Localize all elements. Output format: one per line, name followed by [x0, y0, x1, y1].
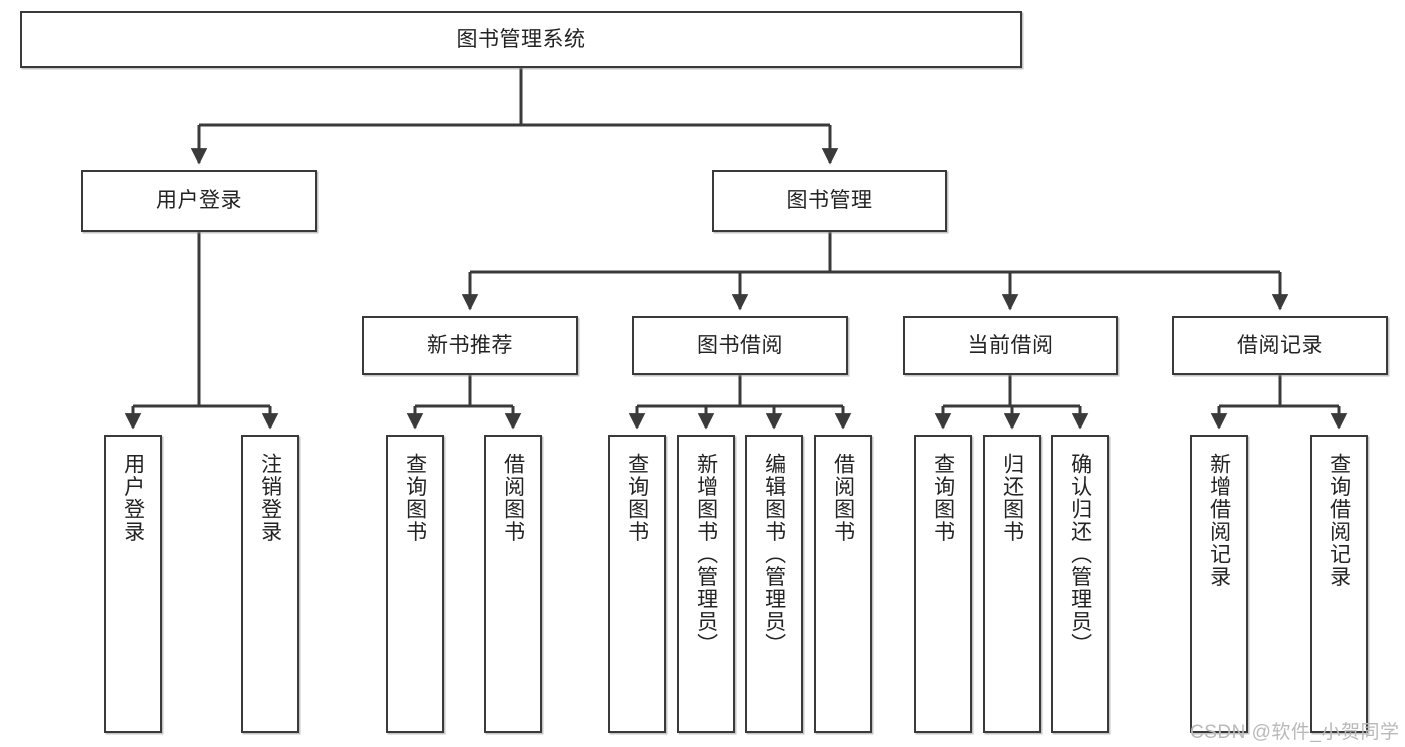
leaf-node-label: 查询图书 [625, 453, 649, 543]
node-new-book-recommend-label: 新书推荐 [427, 333, 513, 357]
node-current-borrow-label: 当前借阅 [967, 333, 1054, 357]
node-book-borrow[interactable]: 图书借阅 [632, 316, 848, 375]
leaf-node[interactable]: 归还图书 [983, 435, 1041, 733]
leaf-node-label: 注销登录 [258, 453, 282, 543]
leaf-node-label: 确认归还（管理员） [1068, 453, 1092, 656]
leaf-node-label: 查询图书 [403, 453, 427, 543]
node-user-login[interactable]: 用户登录 [81, 170, 317, 232]
leaf-node-label: 用户登录 [121, 453, 145, 543]
leaf-node-label: 新增借阅记录 [1207, 453, 1231, 588]
node-book-management-label: 图书管理 [786, 189, 873, 213]
node-borrow-record-label: 借阅记录 [1237, 333, 1323, 357]
leaf-node-label: 查询图书 [931, 453, 955, 543]
node-user-login-label: 用户登录 [156, 189, 242, 213]
leaf-node-label: 借阅图书 [831, 453, 855, 543]
node-borrow-record[interactable]: 借阅记录 [1172, 316, 1388, 375]
leaf-node[interactable]: 查询图书 [386, 435, 444, 733]
node-book-management[interactable]: 图书管理 [712, 170, 947, 232]
leaf-node[interactable]: 查询图书 [608, 435, 666, 733]
csdn-watermark: CSDN @软件_小贺同学 [1190, 722, 1400, 743]
leaf-node-label: 编辑图书（管理员） [762, 453, 786, 656]
leaf-node-label: 查询借阅记录 [1327, 453, 1351, 588]
leaf-node[interactable]: 用户登录 [104, 435, 162, 733]
node-new-book-recommend[interactable]: 新书推荐 [362, 316, 578, 375]
leaf-node[interactable]: 借阅图书 [484, 435, 542, 733]
leaf-node[interactable]: 编辑图书（管理员） [745, 435, 803, 733]
leaf-node[interactable]: 借阅图书 [814, 435, 872, 733]
leaf-node-label: 借阅图书 [501, 453, 525, 543]
leaf-node[interactable]: 确认归还（管理员） [1051, 435, 1109, 733]
node-root-label: 图书管理系统 [456, 27, 586, 51]
leaf-node[interactable]: 新增图书（管理员） [677, 435, 735, 733]
leaf-node-label: 新增图书（管理员） [694, 453, 718, 656]
leaf-node-label: 归还图书 [1000, 453, 1024, 543]
leaf-node[interactable]: 注销登录 [241, 435, 299, 733]
node-root[interactable]: 图书管理系统 [20, 11, 1022, 68]
node-current-borrow[interactable]: 当前借阅 [903, 316, 1118, 375]
leaf-node[interactable]: 查询借阅记录 [1310, 435, 1368, 733]
leaf-node[interactable]: 查询图书 [914, 435, 972, 733]
node-book-borrow-label: 图书借阅 [697, 333, 783, 357]
leaf-node[interactable]: 新增借阅记录 [1190, 435, 1248, 733]
